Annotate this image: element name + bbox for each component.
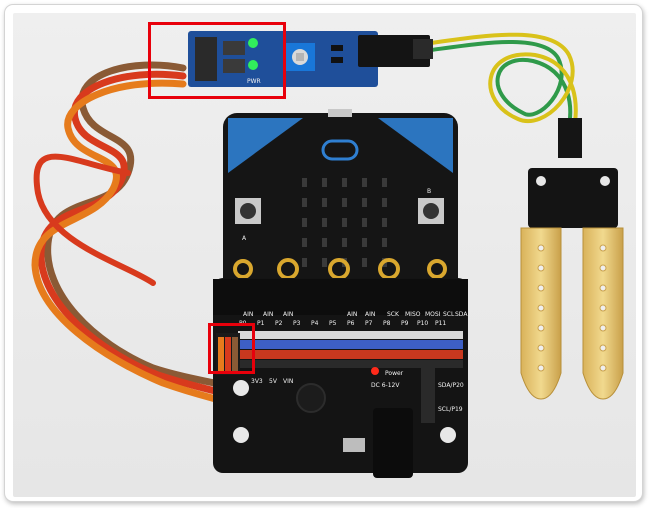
usb-port [343, 438, 365, 452]
pin-label-p1: P1 [257, 320, 265, 327]
sensor-led-label: PWR [247, 78, 261, 85]
highlight-box-sensor-pins [148, 22, 286, 99]
dc-label: DC 6-12V [371, 382, 400, 389]
photo-illustration: PWR A B [13, 13, 636, 497]
ain-label-2: AIN [283, 311, 293, 318]
pin-label-p11: P11 [435, 320, 446, 327]
buzzer [296, 383, 326, 413]
power-led-label: Power [385, 370, 404, 377]
expansion-board: P0 P1 P2 P3 P4 P5 P6 P7 P8 P9 P10 P11 AI… [213, 278, 468, 478]
pin-label-p7: P7 [365, 320, 373, 327]
highlight-box-board-pins [208, 323, 255, 374]
wire-bundle-left [31, 61, 227, 405]
dc-jack [373, 408, 413, 478]
ain-label-3: AIN [347, 311, 357, 318]
pin-label-p6: P6 [347, 320, 355, 327]
pin-label-p9: P9 [401, 320, 409, 327]
microbit-board: A B [223, 109, 458, 309]
power-led [371, 367, 379, 375]
wire-loop-right [429, 32, 578, 133]
pin-rows [238, 331, 463, 368]
bus-label-miso: MISO [405, 311, 421, 318]
button-a-label: A [242, 235, 247, 242]
wire-plug-left [216, 333, 240, 375]
ain-label-0: AIN [243, 311, 253, 318]
bus-label-sck: SCK [387, 311, 400, 318]
photo: PWR A B [13, 13, 636, 497]
button-a: A [235, 198, 261, 242]
i2c-label-sda: SDA/P20 [438, 382, 464, 389]
button-b-label: B [427, 188, 431, 195]
i2c-header [421, 368, 435, 423]
i2c-label-scl: SCL/P19 [438, 406, 463, 413]
soil-probe [520, 118, 624, 400]
mount-hole [440, 427, 456, 443]
bus-label-scl: SCL [443, 311, 455, 318]
bus-label-sda: SDA [455, 311, 468, 318]
button-b: B [418, 188, 444, 224]
ain-label-1: AIN [263, 311, 273, 318]
bus-label-mosi: MOSI [425, 311, 441, 318]
pin-label-p5: P5 [329, 320, 337, 327]
pin-label-p10: P10 [417, 320, 428, 327]
power-label-vin: VIN [283, 378, 293, 385]
pin-label-p2: P2 [275, 320, 283, 327]
pin-label-p8: P8 [383, 320, 391, 327]
mount-hole [233, 427, 249, 443]
pin-label-p3: P3 [293, 320, 301, 327]
power-label-3v3: 3V3 [251, 378, 263, 385]
ain-label-4: AIN [365, 311, 375, 318]
pin-label-p4: P4 [311, 320, 319, 327]
mount-hole [233, 380, 249, 396]
power-label-5v: 5V [269, 378, 278, 385]
